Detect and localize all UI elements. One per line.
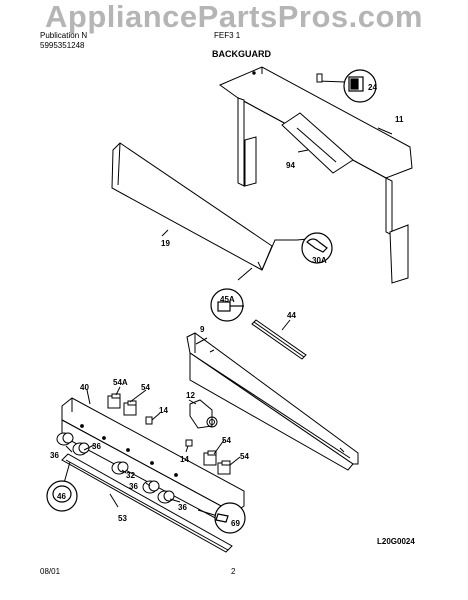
control-knobs [56,432,175,504]
label-40: 40 [80,383,89,392]
rotary-switches [107,393,231,475]
label-14-lower: 14 [180,455,189,464]
footer-page: 2 [231,567,236,576]
label-36-b: 36 [92,442,101,451]
label-24: 24 [368,83,377,92]
label-14-upper: 14 [159,406,168,415]
label-32: 32 [126,471,135,480]
callout-circles [46,69,377,534]
label-30a: 30A [312,256,327,265]
label-9: 9 [200,325,205,334]
label-12: 12 [186,391,195,400]
section-title: BACKGUARD [212,49,271,59]
label-53: 53 [118,514,127,523]
label-54-mid: 54 [222,436,231,445]
label-46: 46 [57,492,66,501]
label-54a: 54A [113,378,128,387]
label-36-a: 36 [50,451,59,460]
publication-number: 5995351248 [40,41,85,50]
clips-and-switch [145,399,218,447]
manifold-bracket [186,332,359,471]
trim-strip [251,319,307,360]
trim-bar [61,453,233,553]
label-36-c: 36 [129,482,138,491]
diagram-code: L20G0024 [377,537,415,546]
leader-lines [63,80,393,508]
watermark: AppliancePartsPros.com [45,0,423,34]
backguard-frame [218,66,413,284]
label-69: 69 [231,519,240,528]
label-36-d: 36 [178,503,187,512]
label-44: 44 [287,311,296,320]
part-labels: 11 24 94 19 30A 45A 9 44 40 54A 54 12 14… [50,83,404,528]
label-94: 94 [286,161,295,170]
label-54-lower: 54 [240,452,249,461]
model-number: FEF3 1 [214,31,241,40]
label-45a: 45A [220,295,235,304]
label-19: 19 [161,239,170,248]
footer-date: 08/01 [40,567,61,576]
label-54-upper: 54 [141,383,150,392]
label-11: 11 [395,115,404,124]
publication-label: Publication N [40,31,88,40]
